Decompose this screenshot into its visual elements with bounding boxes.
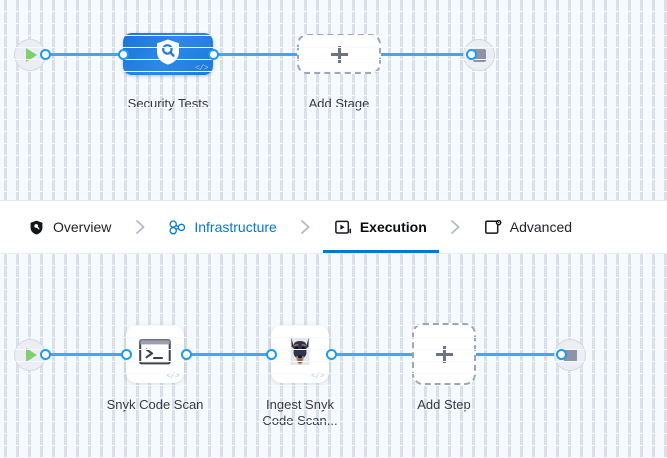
tab-infrastructure[interactable]: Infrastructure	[153, 201, 292, 253]
plus-icon	[435, 345, 453, 363]
plus-icon	[330, 45, 348, 63]
stage-node-security-tests[interactable]: </>	[123, 33, 213, 75]
port-security-tests-in[interactable]	[118, 49, 129, 60]
port-end-in[interactable]	[466, 49, 477, 60]
doberman-icon	[285, 336, 315, 373]
edge-add-stage-to-end	[376, 53, 472, 56]
stage-label-security-tests: Security Tests	[127, 96, 209, 111]
play-icon	[26, 348, 37, 362]
play-box-icon	[334, 219, 352, 236]
shield-icon	[28, 219, 45, 236]
edge-snyk-code-scan-to-ingest	[186, 353, 272, 356]
add-stage-label: Add Stage	[308, 96, 370, 111]
tab-overview[interactable]: Overview	[12, 201, 127, 253]
pipeline-end-node[interactable]	[463, 39, 495, 71]
stop-icon	[563, 348, 577, 362]
add-step-label: Add Step	[417, 397, 471, 412]
edge-security-tests-to-add-stage	[210, 53, 302, 56]
nodes-icon	[169, 219, 186, 236]
port-snyk-code-scan-in[interactable]	[121, 349, 132, 360]
port-exec-end-in[interactable]	[556, 349, 567, 360]
step-label-ingest-snyk-code-scan: Ingest Snyk Code Scan...	[262, 397, 338, 428]
step-node-snyk-code-scan[interactable]: </>	[126, 325, 184, 383]
stages-canvas[interactable]: </> Security Tests Add Stage	[0, 0, 667, 200]
terminal-icon	[139, 338, 171, 371]
tab-execution[interactable]: Execution	[319, 201, 443, 253]
port-ingest-out[interactable]	[326, 349, 337, 360]
add-step-button[interactable]	[412, 323, 476, 385]
pipeline-tab-bar[interactable]: Overview Infrastructure Execution	[0, 200, 667, 254]
chevron-right-icon	[443, 201, 469, 253]
port-ingest-in[interactable]	[266, 349, 277, 360]
tab-overview-label: Overview	[53, 219, 112, 235]
play-icon	[26, 48, 37, 62]
port-security-tests-out[interactable]	[208, 49, 219, 60]
tab-advanced[interactable]: Advanced	[469, 201, 588, 253]
port-start-out[interactable]	[40, 49, 51, 60]
step-node-ingest-snyk-code-scan[interactable]: </>	[271, 325, 329, 383]
step-label-snyk-code-scan: Snyk Code Scan	[106, 397, 204, 412]
port-exec-start-out[interactable]	[40, 349, 51, 360]
code-badge-icon: </>	[195, 64, 208, 73]
gear-box-icon	[484, 219, 502, 236]
chevron-right-icon	[293, 201, 319, 253]
tab-execution-label: Execution	[359, 219, 427, 235]
add-stage-button[interactable]	[297, 34, 381, 74]
code-badge-icon: </>	[166, 372, 179, 381]
code-badge-icon: </>	[311, 372, 324, 381]
shield-search-icon	[155, 38, 181, 71]
steps-canvas[interactable]: </> Snyk Code Scan </> Ingest Snyk Code …	[0, 254, 667, 458]
tab-infrastructure-label: Infrastructure	[194, 219, 277, 235]
tab-advanced-label: Advanced	[509, 219, 573, 235]
edge-start-to-security-tests	[44, 53, 126, 56]
edge-add-step-to-end	[476, 353, 566, 356]
edge-ingest-to-add-step	[330, 353, 412, 356]
chevron-right-icon	[127, 201, 153, 253]
port-snyk-code-scan-out[interactable]	[181, 349, 192, 360]
edge-start-to-snyk-code-scan	[44, 353, 126, 356]
